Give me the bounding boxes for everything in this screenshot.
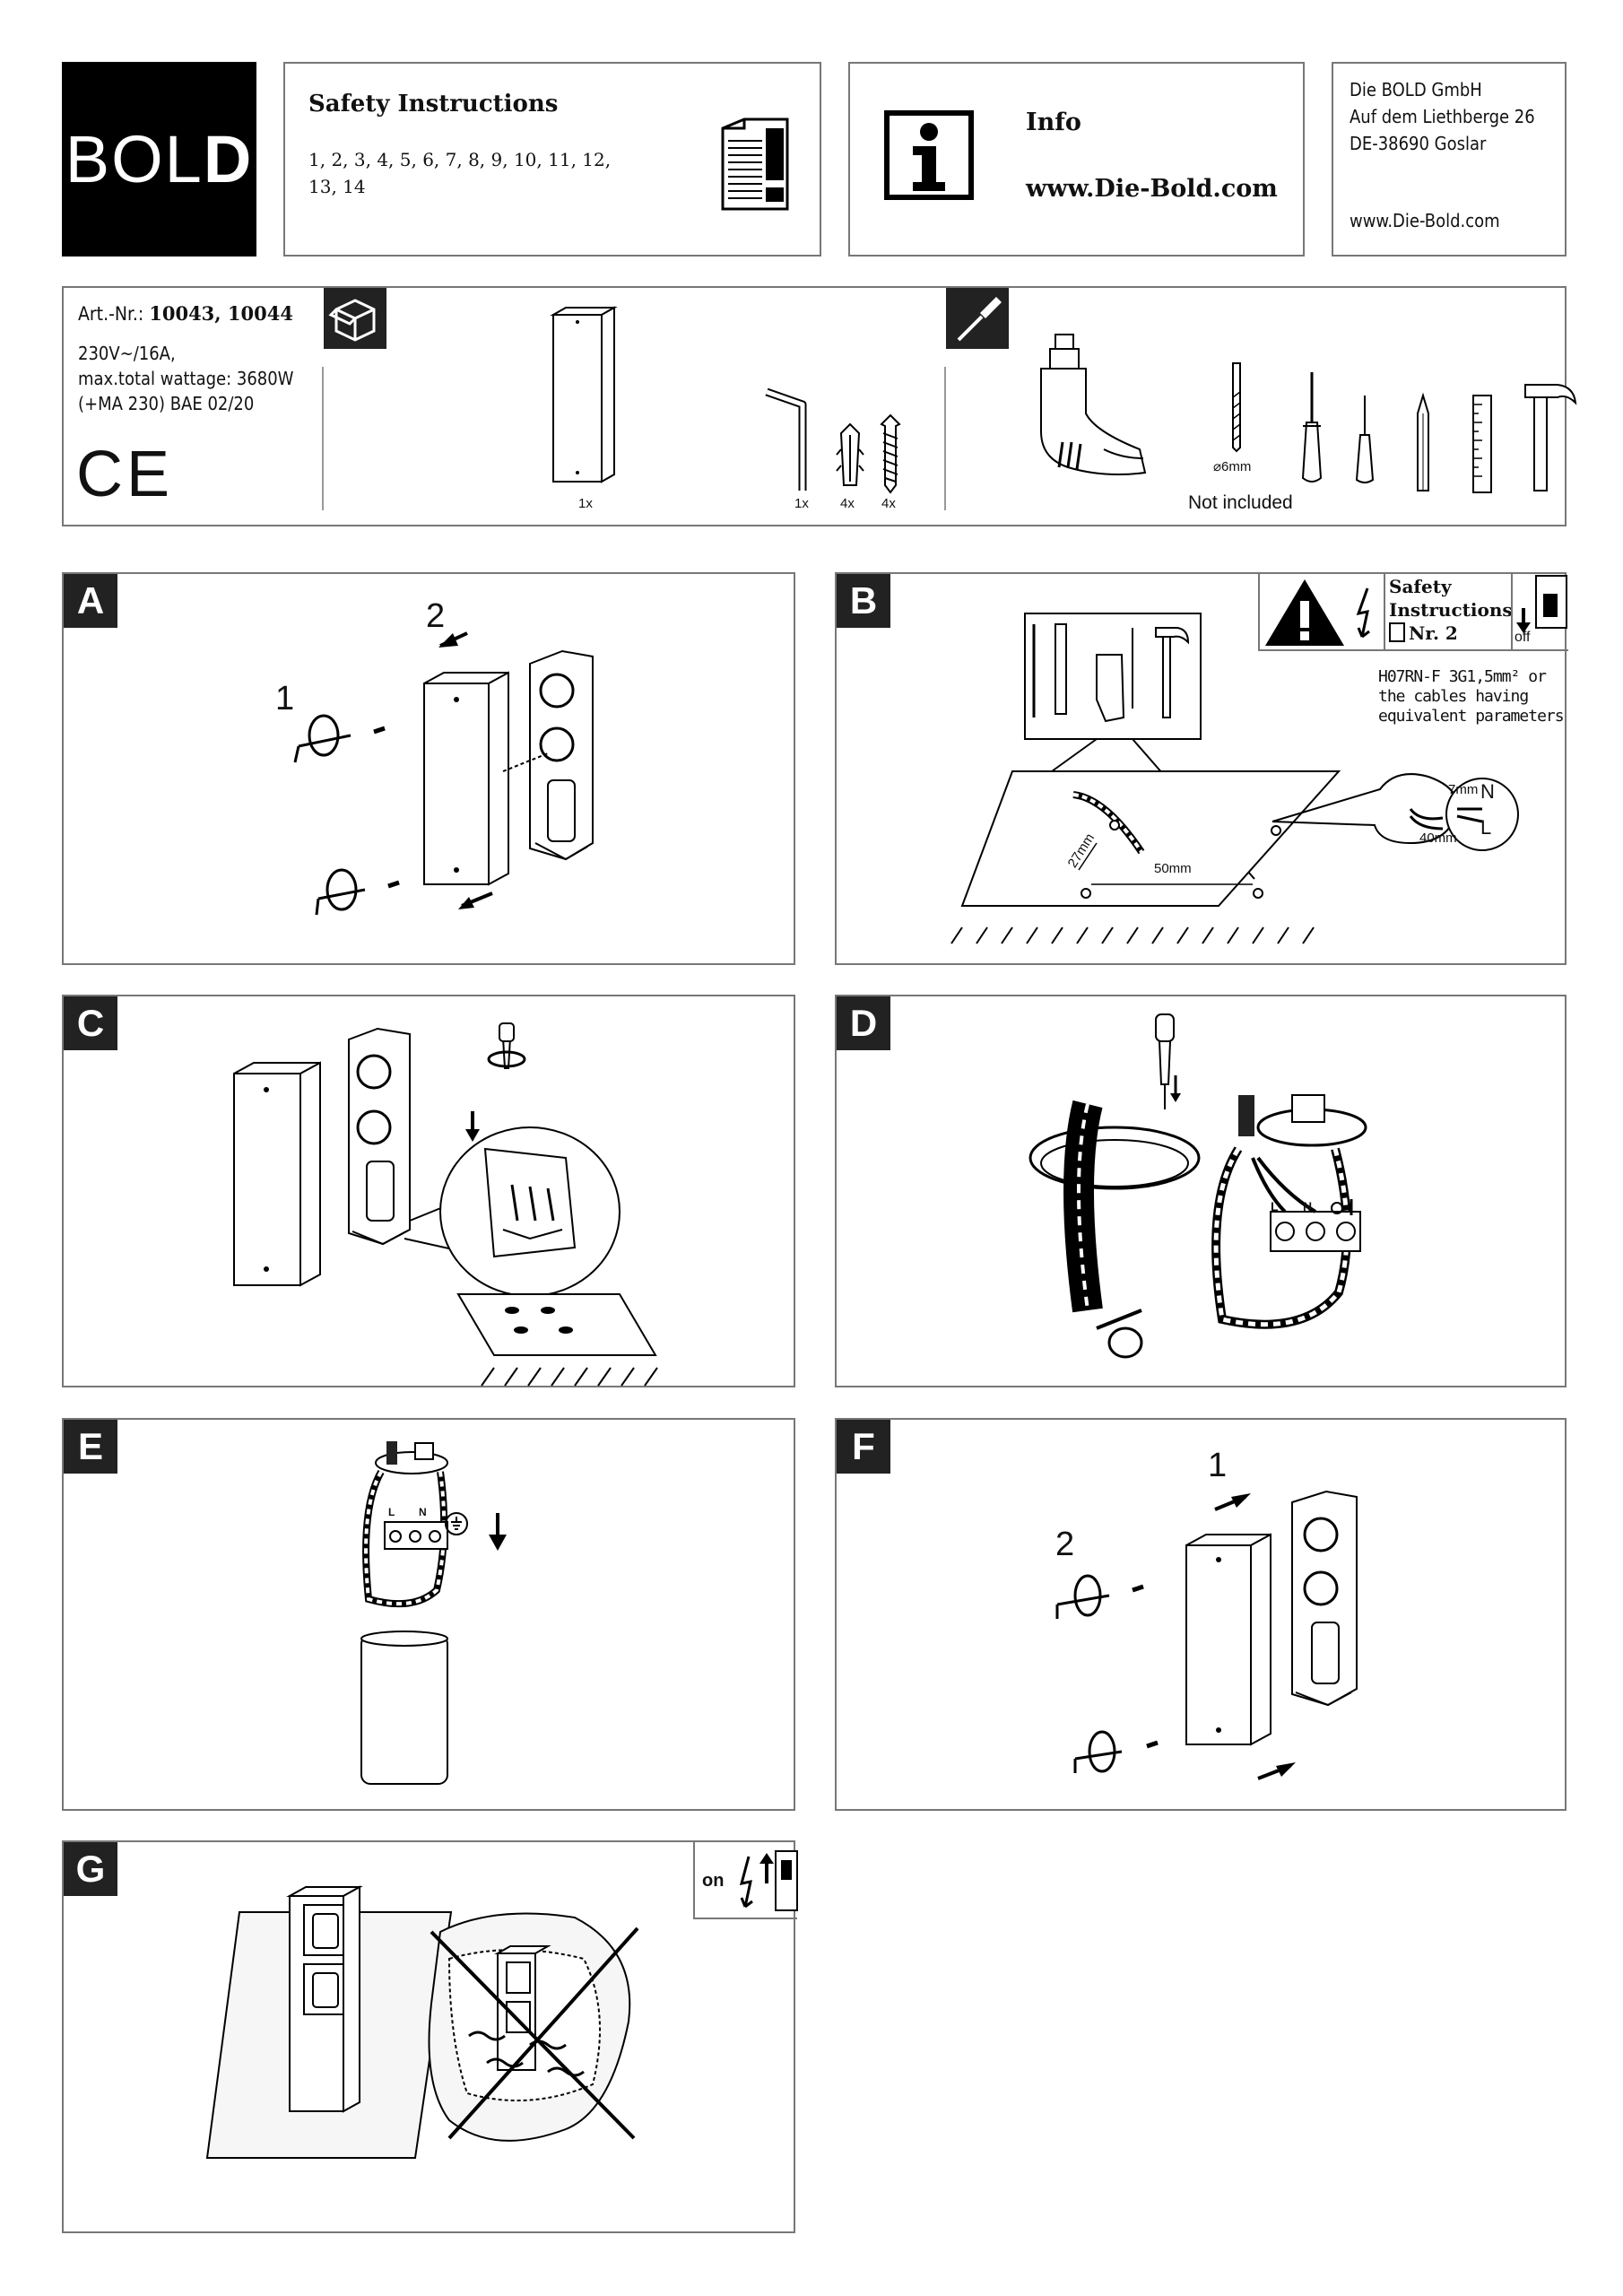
step-g-label: G xyxy=(64,1842,117,1896)
e-terminal-l: L xyxy=(388,1506,395,1518)
step-c-illustration xyxy=(233,1022,658,1387)
wall-plug-icon xyxy=(836,422,864,486)
cable-spec-line3: equivalent parameters xyxy=(1378,707,1565,726)
ce-mark: CE xyxy=(76,439,174,510)
allen-key-icon xyxy=(765,387,807,491)
drill-size: ⌀6mm xyxy=(1213,459,1252,474)
doc-icon xyxy=(1389,622,1405,642)
dim-50mm: 50mm xyxy=(1154,861,1192,876)
info-box: Info www.Die-Bold.com xyxy=(848,62,1305,257)
step-a-panel: A 2 1 xyxy=(62,572,795,965)
step-a-num2: 2 xyxy=(426,597,446,635)
warning-triangle-icon xyxy=(1260,574,1350,649)
safety-instr-line2: Instructions xyxy=(1389,599,1513,621)
drill-bit-icon xyxy=(1232,362,1241,453)
power-on-box: on xyxy=(693,1842,798,1919)
arrow-down-icon xyxy=(1516,608,1531,633)
breaker-switch-icon xyxy=(1535,575,1567,629)
article-number: Art.-Nr.: 10043, 10044 xyxy=(78,302,293,325)
package-icon xyxy=(324,288,386,349)
step-d-panel: D L N xyxy=(835,995,1567,1387)
info-icon xyxy=(884,110,974,200)
socket-pillar-icon xyxy=(550,306,618,483)
dim-40mm: 40mm xyxy=(1419,831,1457,846)
divider xyxy=(322,367,324,510)
step-f-num2: 2 xyxy=(1055,1526,1075,1563)
safety-numbers-line1: 1, 2, 3, 4, 5, 6, 7, 8, 9, 10, 11, 12, xyxy=(308,149,612,170)
off-label: off xyxy=(1515,630,1531,645)
cable-spec-line2: the cables having xyxy=(1378,687,1529,706)
step-c-panel: C xyxy=(62,995,795,1387)
document-warning-icon xyxy=(721,117,789,211)
drill-icon xyxy=(1040,334,1147,475)
step-a-label: A xyxy=(64,574,117,628)
step-g-panel: G on xyxy=(62,1840,798,2233)
company-box: Die BOLD GmbH Auf dem Liethberge 26 DE-3… xyxy=(1332,62,1567,257)
ruler-icon xyxy=(1472,395,1492,493)
product-info-box: Art.-Nr.: 10043, 10044 230V~/16A, max.to… xyxy=(62,286,1577,526)
step-c-label: C xyxy=(64,996,117,1050)
screwdriver-small-icon xyxy=(1355,396,1375,483)
step-a-illustration xyxy=(293,631,594,916)
step-a-num1: 1 xyxy=(275,680,295,718)
step-e-label: E xyxy=(64,1420,117,1474)
terminal-l: L xyxy=(1480,816,1492,839)
company-name: Die BOLD GmbH xyxy=(1350,79,1482,100)
cable-spec-line1: H07RN-F 3G1,5mm² or xyxy=(1378,667,1547,686)
step-d-label: D xyxy=(837,996,890,1050)
terminal-n: N xyxy=(1480,780,1495,803)
safety-instr-line1: Safety xyxy=(1389,576,1452,597)
safety-title: Safety Instructions xyxy=(308,91,559,117)
step-f-num1: 1 xyxy=(1208,1447,1228,1484)
screwdriver-icon xyxy=(946,288,1009,349)
d-terminal-n: N xyxy=(1303,1199,1313,1213)
screwdriver-large-icon xyxy=(1301,372,1323,483)
on-label: on xyxy=(702,1871,725,1891)
info-title: Info xyxy=(1026,109,1081,136)
step-b-label: B xyxy=(837,574,890,628)
company-street: Auf dem Liethberge 26 xyxy=(1350,106,1535,127)
safety-instructions-box: Safety Instructions 1, 2, 3, 4, 5, 6, 7,… xyxy=(283,62,821,257)
step-g-illustration xyxy=(205,1885,639,2159)
screw-qty: 4x xyxy=(881,496,896,511)
info-url: www.Die-Bold.com xyxy=(1026,175,1278,203)
spec-line1: 230V~/16A, xyxy=(78,343,176,364)
screw-icon xyxy=(880,413,901,494)
company-city: DE-38690 Goslar xyxy=(1350,133,1487,154)
not-included-label: Not included xyxy=(1188,492,1293,513)
company-web: www.Die-Bold.com xyxy=(1350,210,1500,231)
step-e-illustration xyxy=(360,1441,507,1785)
step-d-illustration xyxy=(1028,1013,1367,1359)
spec-line3: (+MA 230) BAE 02/20 xyxy=(78,393,255,414)
d-terminal-l: L xyxy=(1271,1199,1279,1213)
dim-7mm: 7mm xyxy=(1448,782,1479,797)
lightning-on-icon xyxy=(739,1850,798,1911)
dowel-qty: 4x xyxy=(840,496,855,511)
step-b-illustration xyxy=(950,613,1519,944)
pencil-icon xyxy=(1417,392,1429,491)
lightning-icon xyxy=(1356,587,1370,639)
spec-line2: max.total wattage: 3680W xyxy=(78,368,294,389)
step-b-panel: B Safety Instructions Nr. 2 off H07RN-F … xyxy=(835,572,1568,965)
e-terminal-n: N xyxy=(419,1506,427,1518)
safety-warning-box: Safety Instructions Nr. 2 off xyxy=(1258,574,1568,651)
hammer-icon xyxy=(1524,384,1577,491)
divider xyxy=(944,367,946,510)
step-f-label: F xyxy=(837,1420,890,1474)
pillar-qty: 1x xyxy=(578,496,593,511)
key-qty: 1x xyxy=(794,496,809,511)
step-f-illustration xyxy=(1055,1490,1358,1780)
step-f-panel: F 1 2 xyxy=(835,1418,1567,1811)
safety-numbers-line2: 13, 14 xyxy=(308,176,366,197)
step-e-panel: E L N xyxy=(62,1418,795,1811)
safety-instr-nr: Nr. 2 xyxy=(1389,622,1458,644)
